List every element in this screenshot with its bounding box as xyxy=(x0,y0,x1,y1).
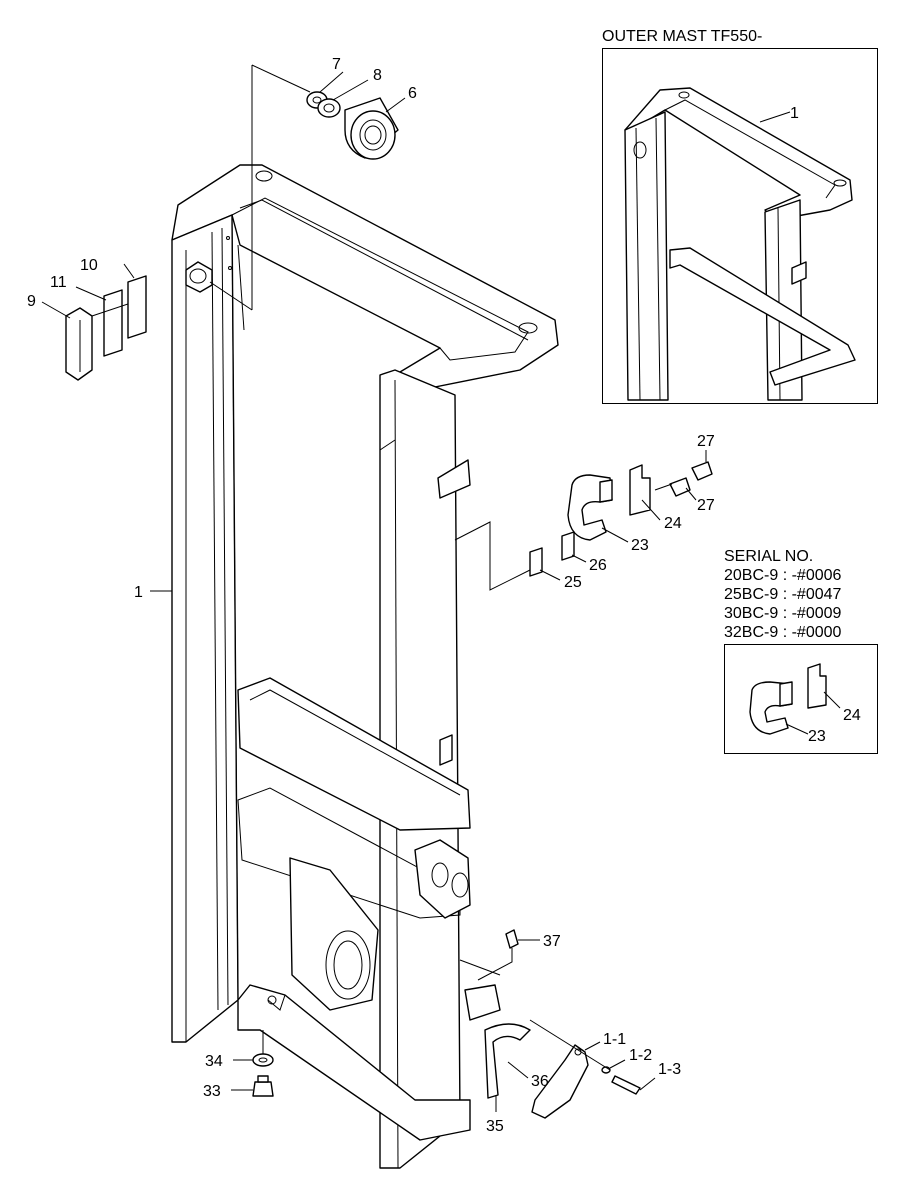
washer-8 xyxy=(317,98,341,118)
callout-8: 8 xyxy=(373,67,382,84)
serial-line-4: 32BC-9 : -#0000 xyxy=(724,624,842,641)
callout-10: 10 xyxy=(80,257,98,274)
callout-36: 36 xyxy=(531,1073,549,1090)
callout-26: 26 xyxy=(589,557,607,574)
callout-1-1: 1-1 xyxy=(603,1031,626,1048)
callout-1: 1 xyxy=(134,584,143,601)
callout-9: 9 xyxy=(27,293,36,310)
bushing-35 xyxy=(484,1023,531,1099)
callout-1-3: 1-3 xyxy=(658,1061,681,1078)
callout-37: 37 xyxy=(543,933,561,950)
serial-line-2: 25BC-9 : -#0047 xyxy=(724,586,842,603)
callout-1-inset: 1 xyxy=(790,105,799,122)
mid-crossmember xyxy=(237,677,471,831)
washer-34 xyxy=(252,1053,274,1067)
pad-9 xyxy=(65,307,93,381)
bolt-27a xyxy=(691,461,713,481)
callout-7: 7 xyxy=(332,56,341,73)
tilt-bracket xyxy=(289,857,379,1011)
roller-shim-group xyxy=(41,261,253,381)
callout-24: 24 xyxy=(664,515,682,532)
bottom-hardware xyxy=(231,1030,274,1097)
bolt-27b xyxy=(669,477,691,497)
callout-23: 23 xyxy=(631,537,649,554)
callout-23-inset: 23 xyxy=(808,728,826,745)
bearing-group xyxy=(251,64,406,310)
inset-clamp xyxy=(749,663,841,735)
shim-11 xyxy=(103,289,123,357)
grease-nipple-37 xyxy=(505,929,519,949)
callout-6: 6 xyxy=(408,85,417,102)
bolt-1-3 xyxy=(611,1075,641,1095)
clamp-group xyxy=(454,450,713,591)
callout-25: 25 xyxy=(564,574,582,591)
left-channel xyxy=(171,214,239,1043)
roller xyxy=(185,261,213,293)
callout-24-inset: 24 xyxy=(843,707,861,724)
inset-box-serial xyxy=(724,644,878,754)
top-crossmember xyxy=(171,164,559,393)
bottom-frame xyxy=(237,984,471,1141)
callout-27b: 27 xyxy=(697,497,715,514)
serial-heading: SERIAL NO. xyxy=(724,548,814,565)
callout-11: 11 xyxy=(50,274,67,291)
shim-10 xyxy=(127,275,147,339)
serial-line-1: 20BC-9 : -#0006 xyxy=(724,567,842,584)
plate-26 xyxy=(561,531,575,561)
inset-box-outer-mast xyxy=(602,48,878,404)
inset-title: OUTER MAST TF550- xyxy=(602,28,763,45)
callout-34: 34 xyxy=(205,1053,223,1070)
nut-33 xyxy=(252,1081,274,1097)
callout-35: 35 xyxy=(486,1118,504,1135)
outer-mast xyxy=(171,164,559,1169)
callout-27a: 27 xyxy=(697,433,715,450)
plate-25 xyxy=(529,547,543,577)
callout-33: 33 xyxy=(203,1083,221,1100)
callout-1-2: 1-2 xyxy=(629,1047,652,1064)
pivot-group xyxy=(477,929,656,1119)
cap-1-1 xyxy=(531,1044,589,1119)
bracket-24 xyxy=(629,464,651,516)
serial-line-3: 30BC-9 : -#0009 xyxy=(724,605,842,622)
inset-outer-mast xyxy=(624,87,856,401)
